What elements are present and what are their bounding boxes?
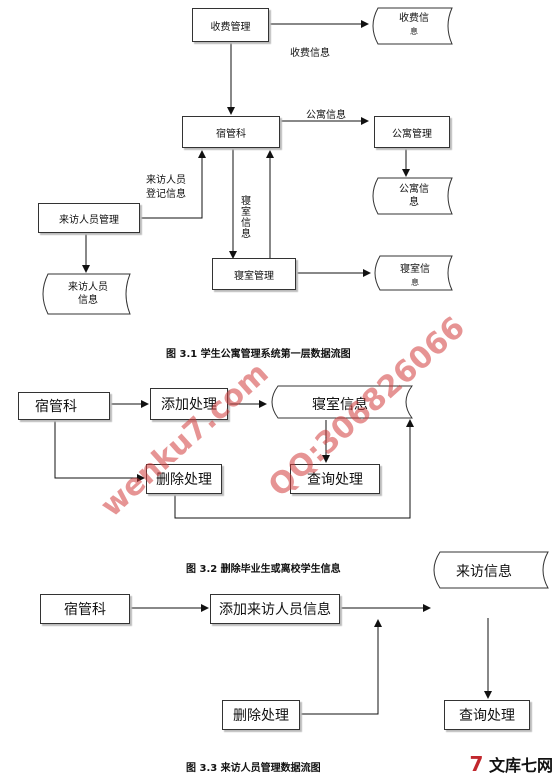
visitor-mgmt-process: 来访人员管理 (38, 203, 140, 233)
dorm-admin-2-label: 宿管科 (35, 399, 77, 415)
caption-fig-3-3: 图 3.3 来访人员管理数据流图 (186, 763, 321, 774)
caption-fig-3-2: 图 3.2 删除毕业生或离校学生信息 (186, 564, 341, 575)
visitor-info-store-line2: 信息 (78, 295, 98, 306)
dorm-admin-entity-2: 宿管科 (18, 392, 110, 420)
room-info-char2: 室 (241, 207, 251, 218)
visitor-mgmt-label: 来访人员管理 (59, 214, 119, 226)
room-info-store-line1: 寝室信 (400, 264, 430, 275)
room-info-store-shape (374, 255, 453, 291)
apt-mgmt-label: 公寓管理 (392, 128, 432, 140)
query-process-3-label: 查询处理 (459, 708, 515, 724)
room-mgmt-label: 寝室管理 (234, 270, 274, 282)
fee-mgmt-process: 收费管理 (192, 8, 269, 42)
room-info-store-2: 寝室信息 (312, 397, 368, 413)
apt-info-flow-label: 公寓信息 (306, 110, 346, 121)
add-visitor-label: 添加来访人员信息 (219, 602, 331, 618)
visitor-info-store: 来访人员 信息 (48, 281, 128, 307)
room-info-char4: 息 (241, 229, 251, 240)
add-process-2: 添加处理 (150, 388, 228, 420)
room-info-char1: 寝 (241, 196, 251, 207)
dorm-admin-entity-3: 宿管科 (40, 594, 130, 624)
room-info-char3: 信 (241, 218, 251, 229)
delete-process-3-label: 删除处理 (233, 708, 289, 724)
room-info-store-line2: 息 (411, 278, 419, 287)
delete-process-2: 删除处理 (146, 464, 222, 494)
fee-info-store-shape (372, 7, 453, 45)
visitor-store-3: 来访信息 (456, 564, 512, 580)
apt-info-store-line2: 息 (409, 197, 419, 208)
visitor-store-3-shape (433, 551, 549, 589)
delete-process-3: 删除处理 (222, 700, 300, 730)
logo-mark-icon: 7 (469, 752, 484, 776)
room-info-flow-label: 寝 室 信 息 (241, 196, 251, 240)
apt-mgmt-process: 公寓管理 (374, 116, 450, 148)
query-process-2-label: 查询处理 (307, 472, 363, 488)
apt-info-store-line1: 公寓信 (399, 184, 429, 195)
fee-info-store-line2: 息 (410, 27, 418, 36)
logo-text: 文库七网 (488, 756, 553, 775)
apt-info-store-shape (372, 177, 453, 215)
add-process-2-label: 添加处理 (161, 397, 217, 413)
add-visitor-process: 添加来访人员信息 (210, 594, 340, 624)
visitor-reg-line2: 登记信息 (146, 189, 186, 200)
visitor-reg-flow-label: 来访人员 登记信息 (146, 174, 186, 202)
dorm-admin-3-label: 宿管科 (64, 602, 106, 618)
room-mgmt-process: 寝室管理 (212, 258, 296, 290)
dorm-admin-label: 宿管科 (216, 128, 246, 140)
query-process-2: 查询处理 (290, 464, 380, 494)
visitor-info-store-line1: 来访人员 (68, 282, 108, 293)
visitor-info-store-shape (42, 273, 131, 315)
fee-info-store-line1: 收费信 (399, 13, 429, 24)
query-process-3: 查询处理 (444, 700, 530, 730)
dorm-admin-process: 宿管科 (182, 116, 280, 148)
fee-info-flow-label: 收费信息 (290, 48, 330, 59)
fee-info-store: 收费信 息 (378, 12, 450, 38)
delete-process-2-label: 删除处理 (156, 472, 212, 488)
room-info-store-2-shape (271, 385, 413, 419)
room-info-store: 寝室信 息 (380, 263, 450, 289)
apt-info-store: 公寓信 息 (378, 183, 450, 209)
visitor-reg-line1: 来访人员 (146, 175, 186, 186)
fee-mgmt-label: 收费管理 (210, 21, 251, 33)
wenku-logo: 7 文库七网 (469, 752, 553, 776)
caption-fig-3-1: 图 3.1 学生公寓管理系统第一层数据流图 (166, 349, 351, 360)
